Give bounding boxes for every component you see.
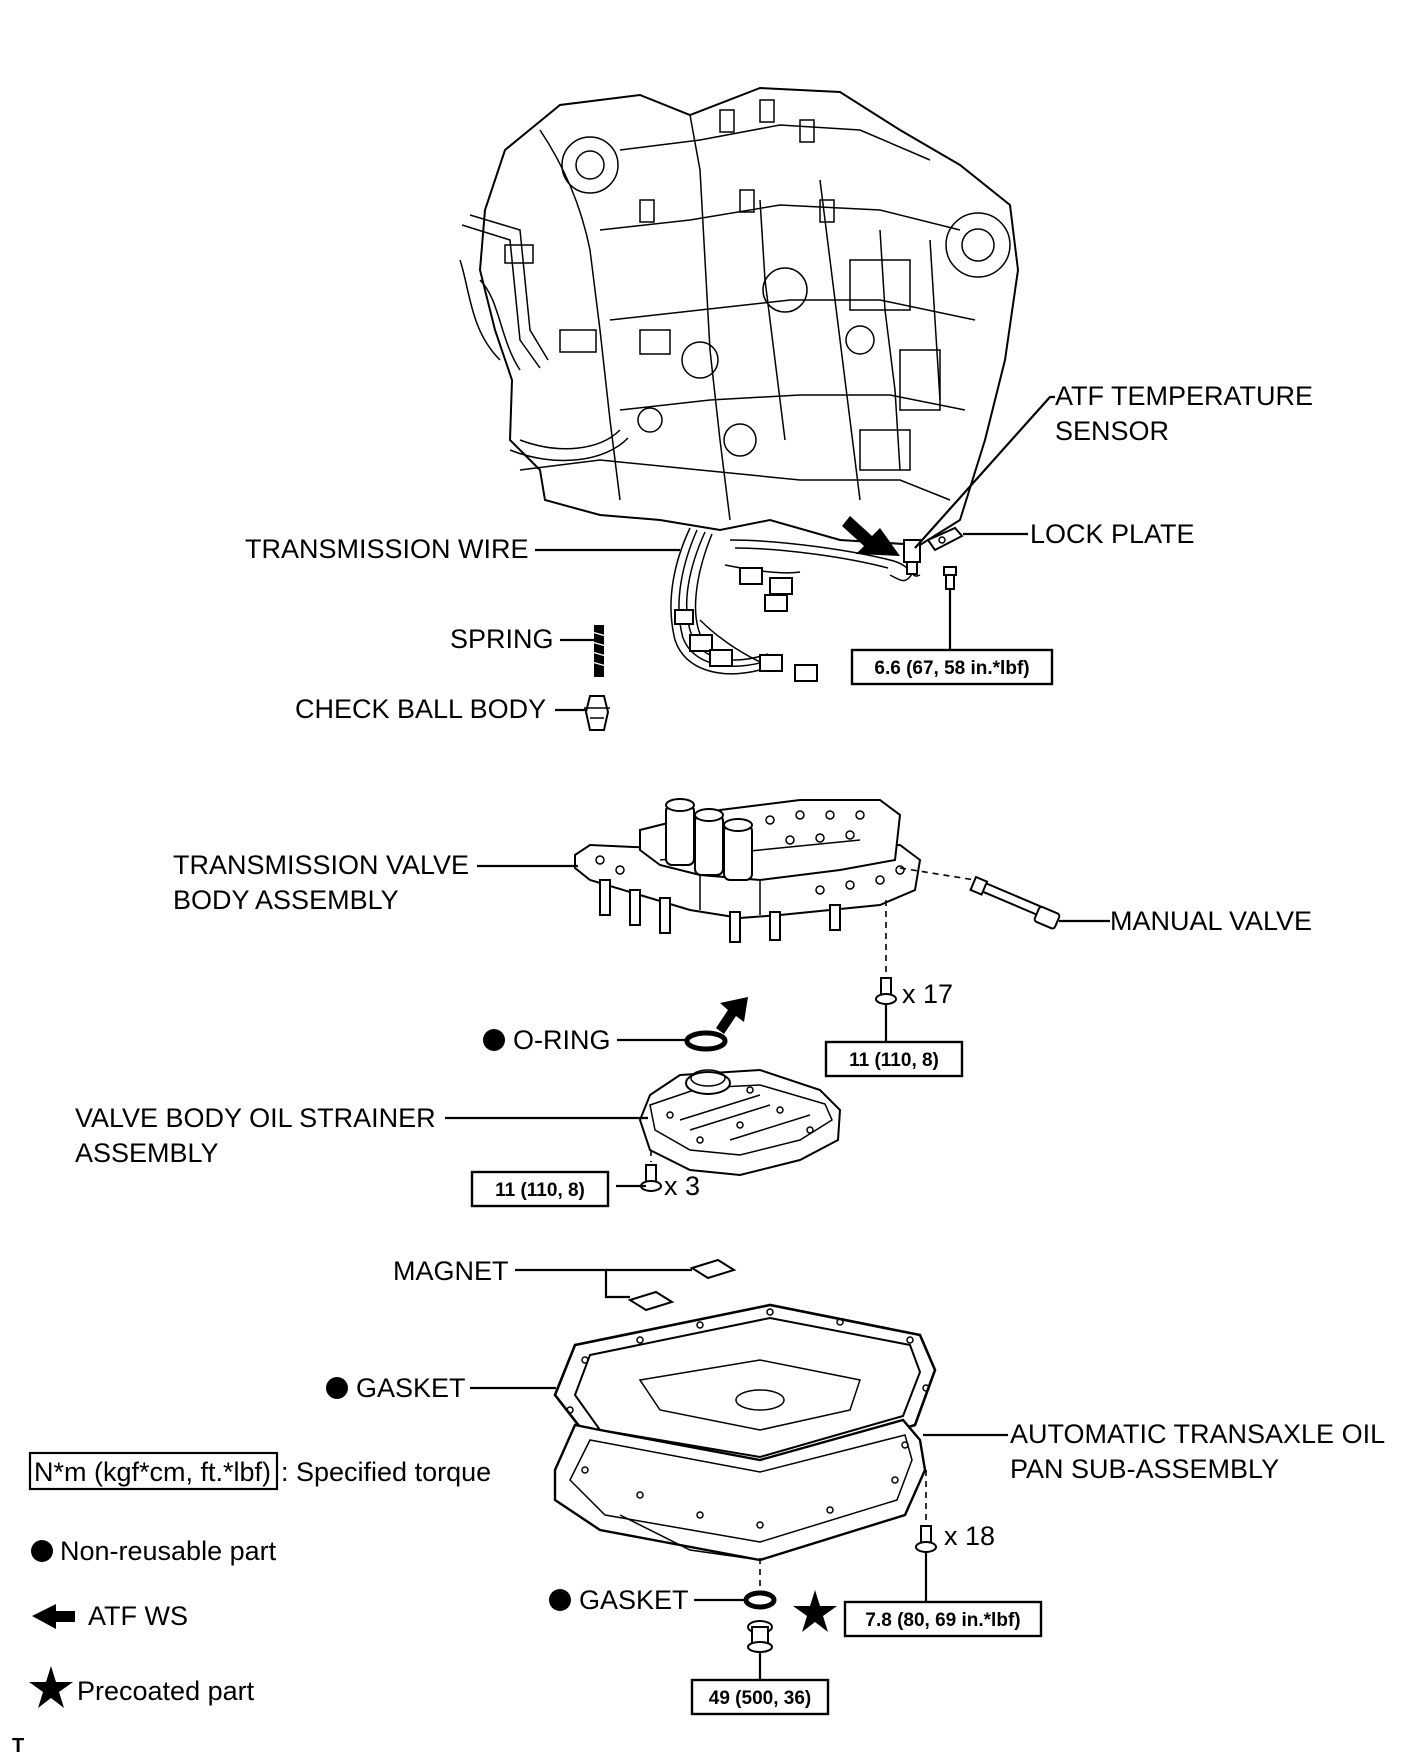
transmission-wire-label: TRANSMISSION WIRE xyxy=(245,534,529,564)
o-ring-label: O-RING xyxy=(513,1025,611,1055)
svg-text:11 (110, 8): 11 (110, 8) xyxy=(849,1050,939,1071)
sensor-bolt-icon xyxy=(943,566,957,590)
oil-pan-label-2: PAN SUB-ASSEMBLY xyxy=(1010,1454,1279,1484)
pan-bolt-icon xyxy=(915,1525,937,1553)
lock-plate-icon xyxy=(926,526,964,552)
pan-bolt-count: x 18 xyxy=(944,1521,995,1551)
atf-ws-arrow-oring-icon xyxy=(716,997,748,1034)
strainer-label-1: VALVE BODY OIL STRAINER xyxy=(75,1103,436,1133)
valve-body-label-2: BODY ASSEMBLY xyxy=(173,885,399,915)
magnet-label: MAGNET xyxy=(393,1256,509,1286)
torque-box-drain-plug: 49 (500, 36) xyxy=(690,1678,830,1716)
svg-text:49 (500, 36): 49 (500, 36) xyxy=(709,1688,811,1709)
magnet-icon-2 xyxy=(627,1290,675,1312)
manual-valve-icon xyxy=(969,875,1061,930)
svg-text:11 (110, 8): 11 (110, 8) xyxy=(495,1180,585,1201)
oil-pan-label-1: AUTOMATIC TRANSAXLE OIL xyxy=(1010,1419,1385,1449)
leader-lines xyxy=(445,395,1110,1680)
atf-ws-arrow-sensor-icon xyxy=(842,516,900,556)
svg-text:6.6 (67, 58 in.*lbf): 6.6 (67, 58 in.*lbf) xyxy=(874,658,1029,679)
drain-gasket-nonreusable-icon xyxy=(549,1589,571,1611)
spring-label: SPRING xyxy=(450,624,554,654)
drain-gasket-icon xyxy=(743,1590,777,1610)
atf-temp-sensor-label-2: SENSOR xyxy=(1055,416,1169,446)
torque-box-strainer: 11 (110, 8) xyxy=(470,1170,610,1208)
legend-torque-box xyxy=(28,1451,279,1491)
valve-body-bolt-icon xyxy=(875,977,897,1005)
svg-text:7.8 (80, 69 in.*lbf): 7.8 (80, 69 in.*lbf) xyxy=(865,1610,1020,1631)
legend: N*m (kgf*cm, ft.*lbf) : Specified torque… xyxy=(28,1451,491,1708)
o-ring-icon xyxy=(684,1030,728,1052)
gasket-pan-label: GASKET xyxy=(356,1373,466,1403)
strainer-bolt-icon xyxy=(640,1164,662,1192)
valve-body-illustration xyxy=(574,798,922,943)
gasket-drain-label: GASKET xyxy=(579,1585,689,1615)
legend-precoated-star-icon xyxy=(29,1666,73,1708)
transmission-wire-illustration xyxy=(670,527,921,682)
magnet-icon-1 xyxy=(689,1258,737,1280)
oil-pan-illustration xyxy=(553,1359,927,1562)
legend-atf-ws-text: ATF WS xyxy=(88,1601,188,1631)
legend-torque-desc: : Specified torque xyxy=(281,1457,491,1487)
strainer-label-2: ASSEMBLY xyxy=(75,1138,219,1168)
valve-body-label-1: TRANSMISSION VALVE xyxy=(173,850,469,880)
torque-box-pan: 7.8 (80, 69 in.*lbf) xyxy=(843,1600,1043,1638)
legend-torque-unit: N*m (kgf*cm, ft.*lbf) xyxy=(34,1457,271,1487)
oil-pan-gasket-illustration xyxy=(553,1303,937,1472)
drain-plug-icon xyxy=(747,1620,773,1653)
legend-atf-ws-arrow-icon xyxy=(32,1604,75,1629)
legend-precoated-text: Precoated part xyxy=(77,1676,255,1706)
transaxle-case-illustration xyxy=(459,86,1020,547)
spring-icon xyxy=(591,625,607,677)
valve-body-oil-strainer-illustration xyxy=(638,1068,842,1177)
legend-nonreusable-text: Non-reusable part xyxy=(60,1536,277,1566)
legend-nonreusable-icon xyxy=(31,1540,53,1562)
strainer-bolt-count: x 3 xyxy=(664,1171,700,1201)
torque-box-valve-body: 11 (110, 8) xyxy=(824,1040,964,1078)
valve-body-bolt-count: x 17 xyxy=(902,979,953,1009)
check-ball-body-icon xyxy=(584,695,610,731)
torque-box-sensor: 6.6 (67, 58 in.*lbf) xyxy=(850,648,1054,686)
check-ball-body-label: CHECK BALL BODY xyxy=(295,694,546,724)
lock-plate-label: LOCK PLATE xyxy=(1030,519,1195,549)
precoated-star-icon xyxy=(793,1590,837,1632)
gasket-nonreusable-icon xyxy=(326,1377,348,1399)
corner-mark: T xyxy=(12,1735,24,1757)
o-ring-nonreusable-icon xyxy=(483,1029,505,1051)
dashed-guides xyxy=(650,867,976,1590)
atf-temp-sensor-label-1: ATF TEMPERATURE xyxy=(1055,381,1313,411)
manual-valve-label: MANUAL VALVE xyxy=(1110,906,1312,936)
